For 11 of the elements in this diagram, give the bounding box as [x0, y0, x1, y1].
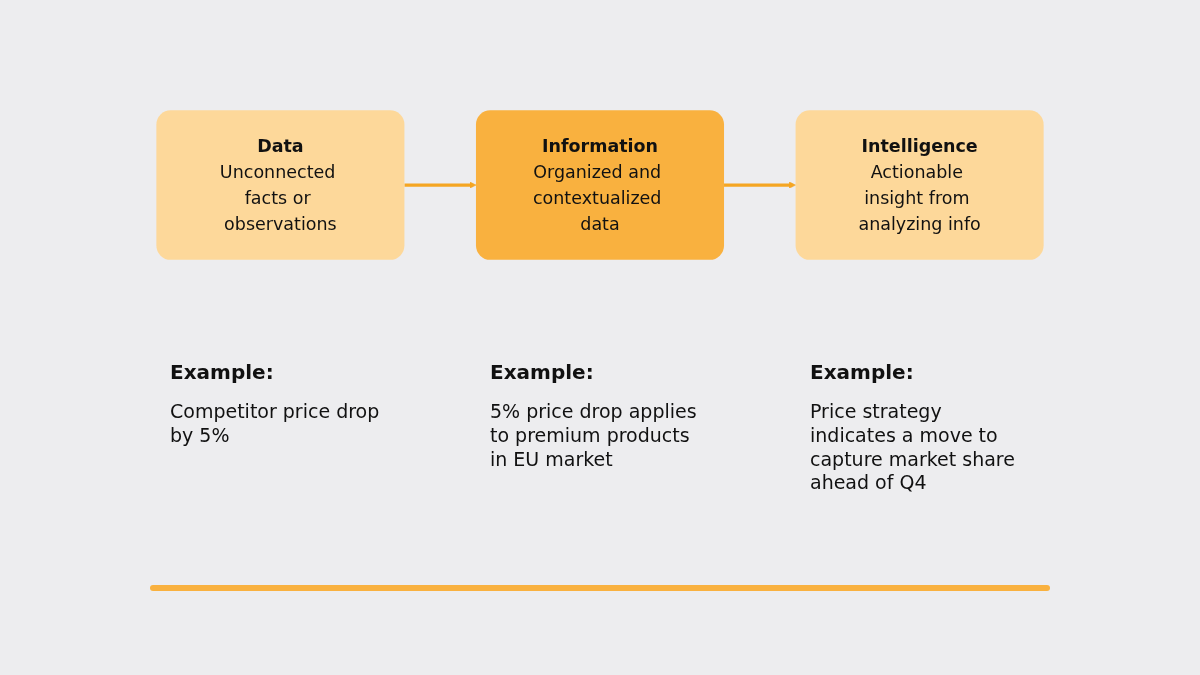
- example-heading: Example:: [490, 360, 595, 384]
- node-box: Intelligence Actionable insight from analyzing info: [795, 110, 1044, 260]
- example-heading: Example:: [810, 360, 915, 384]
- example-text: Competitor price drop by 5%: [170, 400, 381, 448]
- node-box: Data Unconnected facts or observations: [156, 110, 405, 260]
- example-heading: Example:: [170, 360, 275, 384]
- arrow: [404, 181, 477, 189]
- node-box: Information Organized and contextualized data: [475, 110, 725, 260]
- example-text: 5% price drop applies to premium products in EU market: [490, 400, 698, 472]
- example-text: Price strategy indicates a move to capture market share ahead of Q4: [810, 400, 1016, 495]
- arrow: [724, 181, 796, 189]
